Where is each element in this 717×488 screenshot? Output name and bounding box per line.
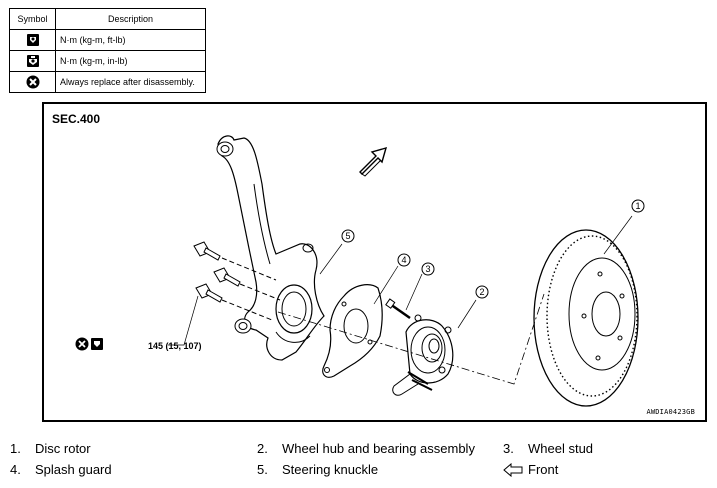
legend-row: N·m (kg-m, in-lb) xyxy=(9,50,206,72)
part-number: 2. xyxy=(257,441,268,456)
part-name: Splash guard xyxy=(35,462,112,477)
disc-rotor xyxy=(533,229,639,407)
always-replace-icon xyxy=(75,337,89,351)
exploded-view-art: 1 2 3 4 5 xyxy=(75,135,645,407)
legend-row: N·m (kg-m, ft-lb) xyxy=(9,29,206,51)
exploded-view-diagram: SEC.400 xyxy=(42,102,707,422)
svg-text:2: 2 xyxy=(479,287,484,297)
legend-header-symbol: Symbol xyxy=(9,8,56,30)
legend-description: N·m (kg-m, ft-lb) xyxy=(55,29,206,51)
part-name: Disc rotor xyxy=(35,441,91,456)
legend-header-row: Symbol Description xyxy=(9,8,206,30)
callout-4: 4 xyxy=(397,253,411,267)
torque-in-lb-icon xyxy=(26,55,39,67)
wheel-stud xyxy=(385,298,411,320)
torque-ft-lb-icon xyxy=(26,34,39,46)
part-number: 4. xyxy=(10,462,21,477)
splash-guard xyxy=(322,284,383,378)
torque-spec-label: 145 (15, 107) xyxy=(148,341,202,351)
part-number: 5. xyxy=(257,462,268,477)
svg-text:5: 5 xyxy=(345,231,350,241)
symbol-legend-table: Symbol Description N·m (kg-m, ft-lb) N·m… xyxy=(9,8,206,93)
svg-text:4: 4 xyxy=(401,255,406,265)
legend-description: N·m (kg-m, in-lb) xyxy=(55,50,206,72)
front-arrow-icon xyxy=(359,146,388,177)
diagram-code: AWDIA0423GB xyxy=(646,408,695,416)
legend-row: Always replace after disassembly. xyxy=(9,71,206,93)
part-number: 1. xyxy=(10,441,21,456)
svg-text:3: 3 xyxy=(425,264,430,274)
steering-knuckle xyxy=(216,135,325,361)
callout-2: 2 xyxy=(475,285,489,299)
callout-1: 1 xyxy=(631,199,645,213)
callout-3: 3 xyxy=(421,262,435,276)
torque-ft-lb-icon xyxy=(91,338,103,350)
always-replace-icon xyxy=(26,75,39,89)
wheel-hub-bearing-assembly xyxy=(392,314,454,396)
part-name: Wheel stud xyxy=(528,441,594,456)
part-name: Steering knuckle xyxy=(282,462,379,477)
front-arrow-icon xyxy=(503,463,523,477)
part-name: Front xyxy=(528,462,559,477)
knuckle-bolts xyxy=(193,241,241,303)
part-name: Wheel hub and bearing assembly xyxy=(282,441,475,456)
callout-5: 5 xyxy=(341,229,355,243)
svg-text:1: 1 xyxy=(635,201,640,211)
torque-label-icons xyxy=(75,337,103,351)
legend-header-description: Description xyxy=(55,8,206,30)
legend-description: Always replace after disassembly. xyxy=(55,71,206,93)
section-label: SEC.400 xyxy=(52,112,101,126)
part-number: 3. xyxy=(503,441,514,456)
